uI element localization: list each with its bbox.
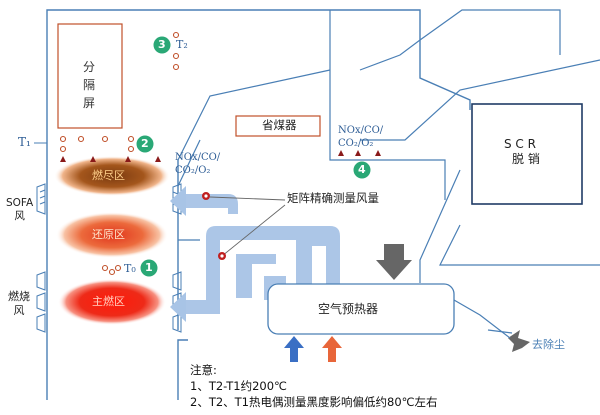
partition-char-3: 屏 [83, 96, 96, 110]
outlet-line-2 [487, 329, 513, 334]
sofa-air-line2: 风 [14, 210, 25, 222]
gas-label-4-line1: NOx/CO/ [338, 125, 384, 136]
sofa-air-line1: SOFA [6, 197, 34, 209]
economizer-box [235, 115, 321, 137]
matrix-leaders [209, 196, 286, 257]
main-burn-zone [58, 279, 166, 325]
note-item-1: 1、T2-T1约200℃ [190, 379, 287, 393]
scr-label: S C R [504, 137, 536, 151]
marker-1-number: 1 [145, 261, 153, 274]
marker-2-number: 2 [141, 137, 149, 150]
sensor-markers [60, 150, 381, 162]
t0-label: T₀ [124, 262, 136, 275]
burnout-zone [54, 156, 170, 196]
reduction-zone [56, 212, 168, 258]
scr-box [471, 103, 583, 205]
reduction-zone-label: 还原区 [92, 228, 125, 241]
partition-screen-label: 分 隔 屏 [83, 58, 95, 112]
outlet-line [453, 299, 511, 339]
main-burn-zone-label: 主燃区 [92, 295, 125, 308]
air-preheater [267, 283, 455, 335]
note-item-2: 2、T2、T1热电偶测量黑度影响偏低约80℃左右 [190, 395, 438, 409]
gas-label-4: NOx/CO/ CO₂/O₂ [338, 124, 383, 150]
cold-air-arrow [284, 336, 304, 362]
partition-screen [57, 23, 123, 129]
to-dust-label: 去除尘 [532, 338, 565, 351]
marker-4-number: 4 [358, 163, 366, 176]
flue-gas-down-arrow [376, 244, 412, 280]
gas-label-2: NOx/CO/ CO₂/O₂ [175, 151, 220, 177]
duct-tip-main [170, 292, 186, 322]
sofa-air-label: SOFA 风 [6, 197, 33, 223]
gas-label-2-line2: CO₂/O₂ [175, 165, 211, 176]
marker-4 [353, 161, 371, 179]
economizer-label: 省煤器 [262, 118, 297, 132]
partition-char-1: 分 [83, 60, 96, 74]
notes-title: 注意: [190, 363, 217, 377]
t1-label: T₁ [18, 135, 31, 149]
burner-air-line2: 风 [13, 304, 25, 317]
burnout-zone-label: 燃尽区 [92, 169, 125, 182]
burner-air-label: 燃烧 风 [8, 290, 30, 318]
thermocouple-points [59, 31, 180, 276]
marker-3-number: 3 [158, 38, 166, 51]
flue-outline [177, 9, 600, 283]
marker-3 [153, 36, 171, 54]
marker-2 [136, 135, 154, 153]
marker-1 [140, 259, 158, 277]
t2-label: T₂ [176, 38, 188, 51]
gas-label-2-line1: NOx/CO/ [175, 152, 221, 163]
burner-air-line1: 燃烧 [8, 290, 30, 303]
duct-tip-sofa [170, 186, 186, 216]
to-dust-arrow [508, 330, 530, 352]
notes-block: 注意: 1、T2-T1约200℃ 2、T2、T1热电偶测量黑度影响偏低约80℃左… [190, 362, 438, 410]
partition-char-2: 隔 [83, 78, 96, 92]
air-preheater-label: 空气预热器 [318, 302, 379, 316]
scr-sub-label: 脱 销 [512, 152, 540, 166]
hot-air-arrow [322, 336, 342, 362]
gas-label-4-line2: CO₂/O₂ [338, 138, 374, 149]
matrix-measure-label: 矩阵精确测量风量 [287, 191, 379, 205]
